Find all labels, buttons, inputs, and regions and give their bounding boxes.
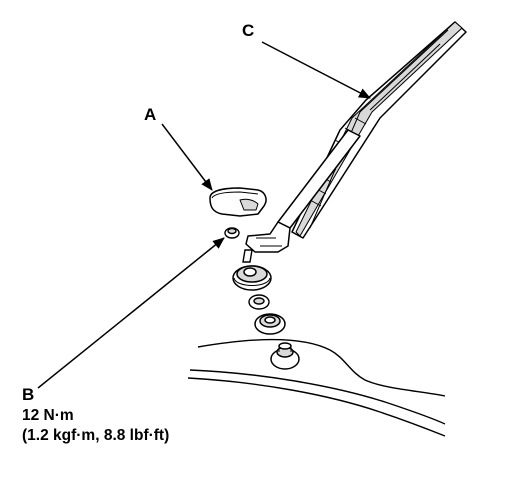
- pivot-cap: [209, 187, 267, 217]
- seal: [254, 313, 286, 335]
- body-panel-lines: [187, 338, 446, 437]
- wiper-blade: [291, 21, 467, 239]
- leader-line-c: [261, 41, 371, 99]
- upper-grommet: [232, 265, 272, 291]
- torque-imperial: (1.2 kgf·m, 8.8 lbf·ft): [22, 427, 170, 444]
- leader-line-b: [37, 237, 225, 389]
- leader-lines: [37, 41, 371, 389]
- leader-line-a: [161, 123, 213, 191]
- callout-label-a: A: [144, 105, 157, 124]
- callout-label-c: C: [242, 21, 255, 40]
- wiper-nut: [224, 227, 240, 239]
- wiper-arm: [245, 129, 361, 253]
- lower-bushing: [270, 342, 300, 370]
- pivot-spindle: [242, 249, 253, 263]
- torque-metric: 12 N·m: [22, 407, 74, 424]
- callout-label-b: B: [22, 385, 35, 404]
- torque-specification: 12 N·m (1.2 kgf·m, 8.8 lbf·ft): [22, 406, 169, 446]
- washer: [248, 294, 270, 310]
